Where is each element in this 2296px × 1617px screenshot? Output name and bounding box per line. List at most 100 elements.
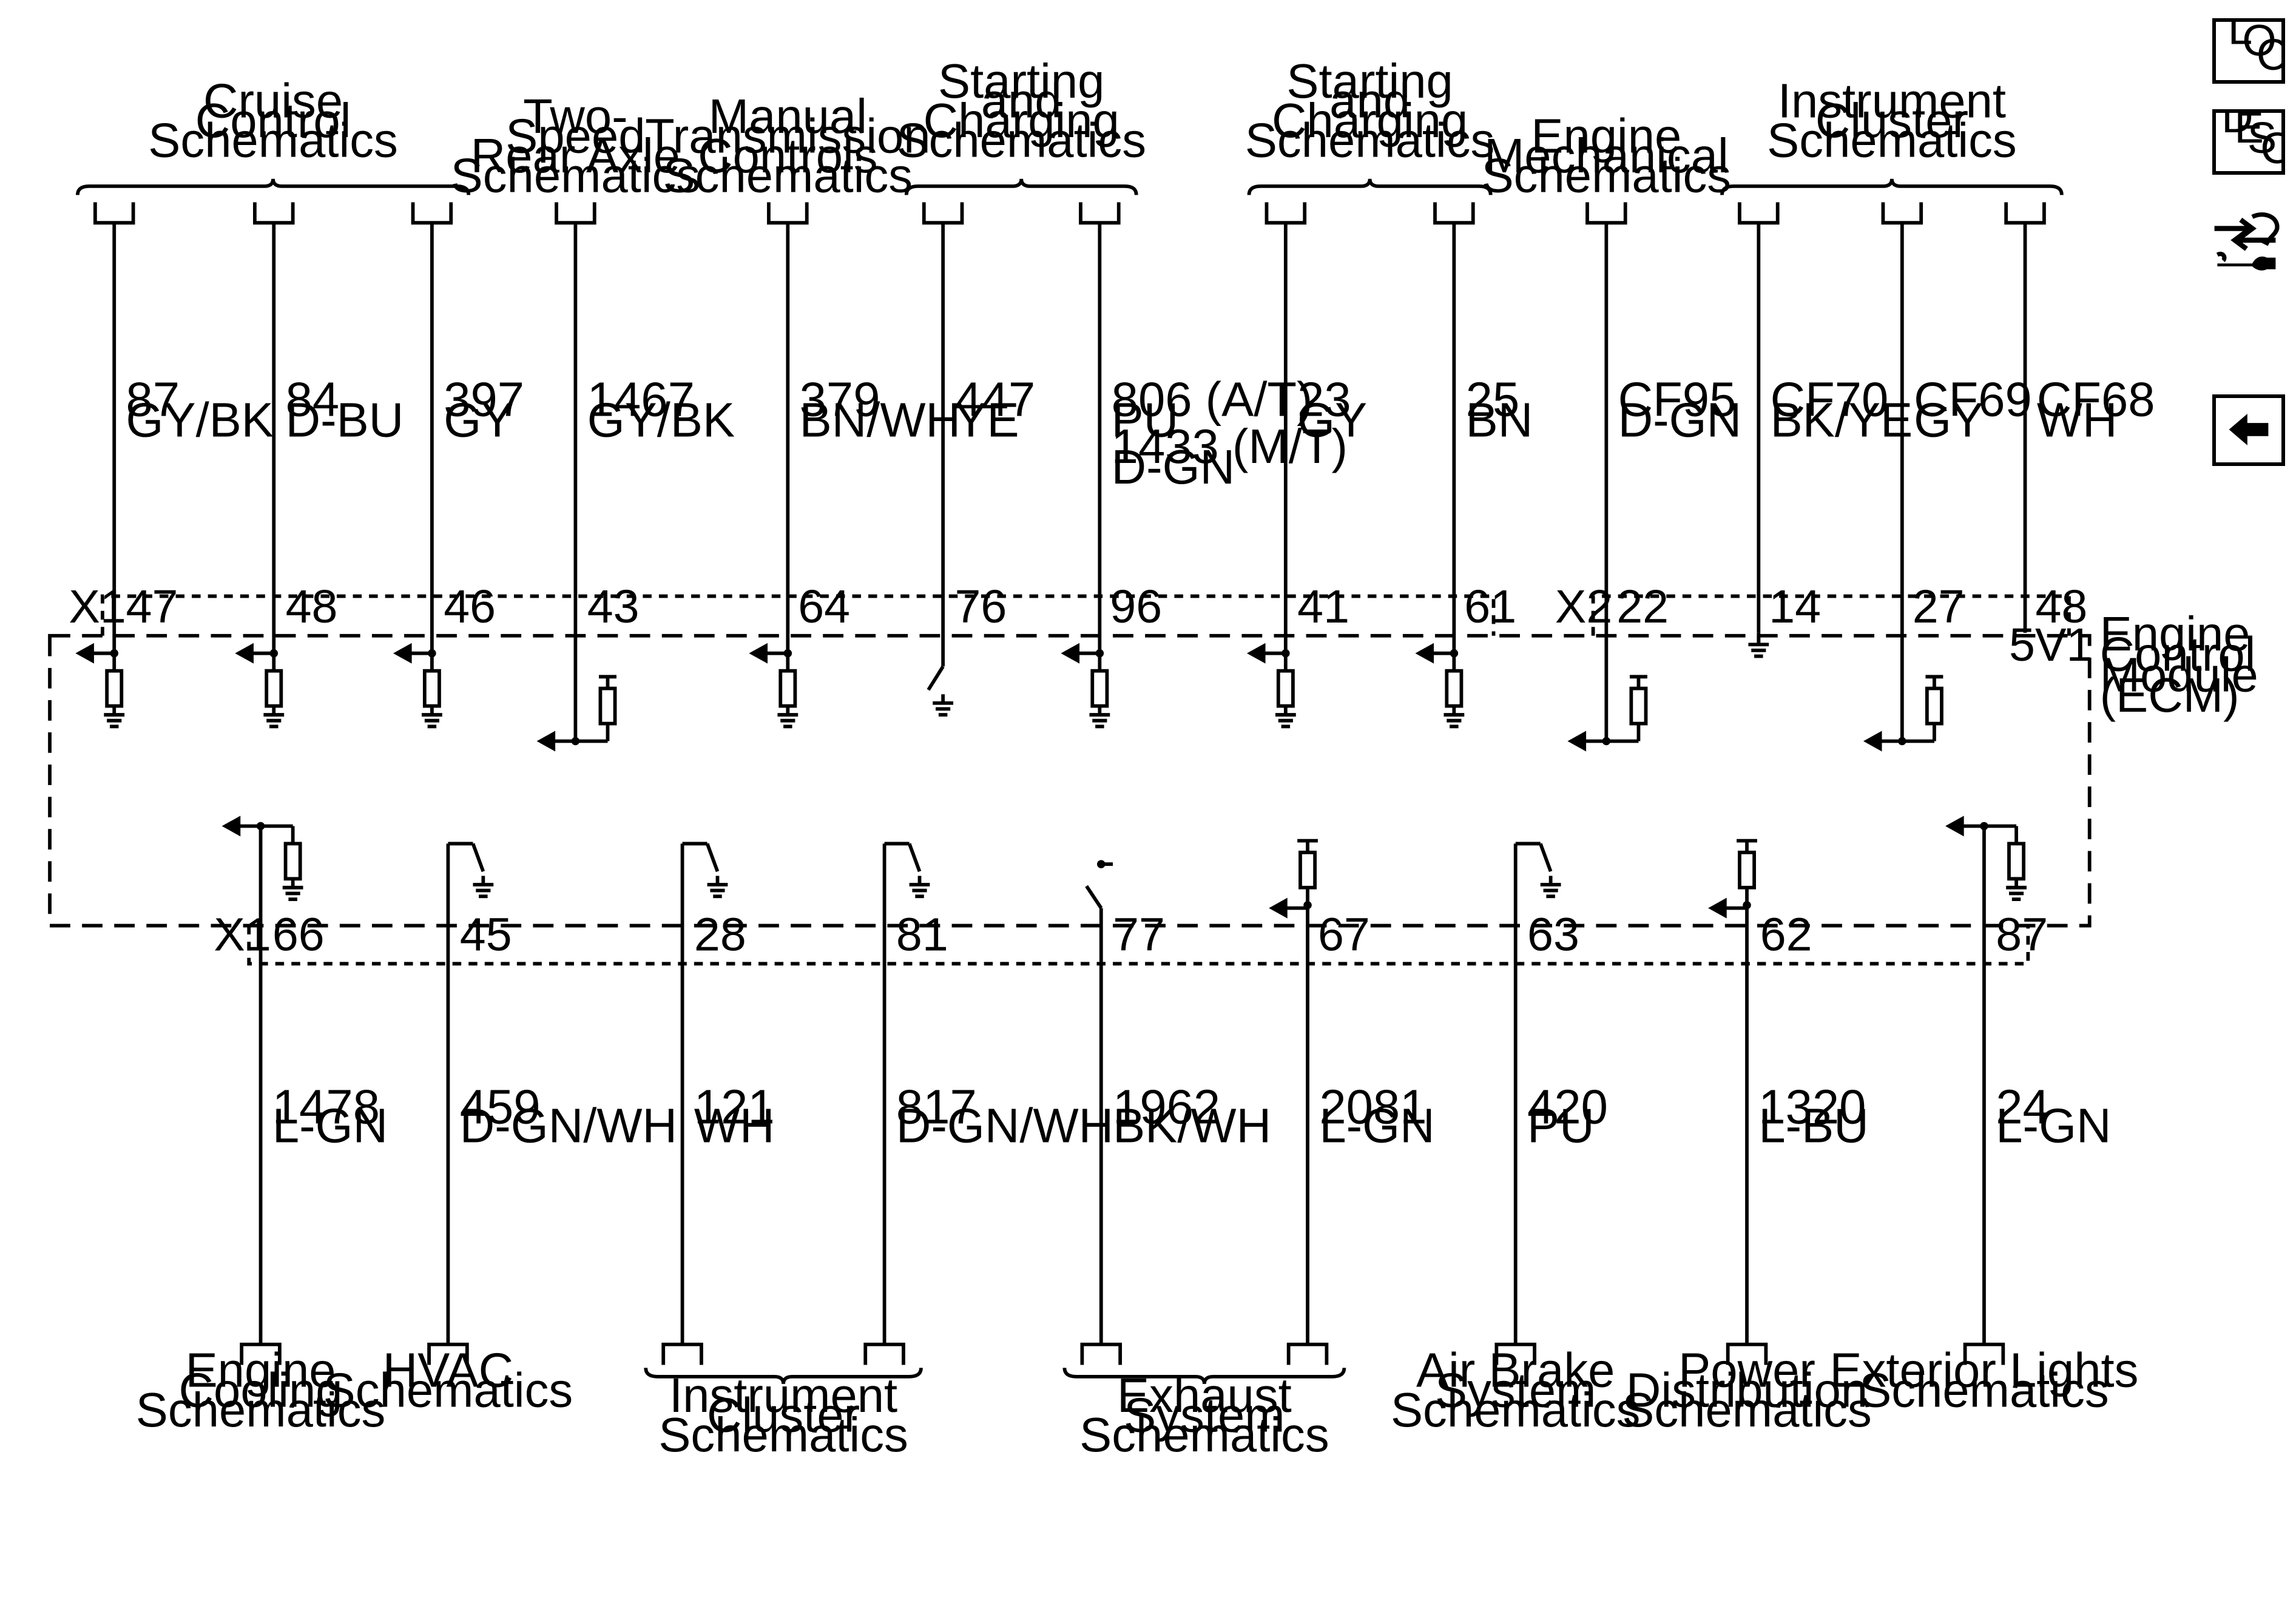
top-wire-circuit-9: CF95: [1618, 373, 1737, 427]
connector-x1-bottom-label: X1: [214, 909, 271, 961]
connector-wrench-button[interactable]: [2209, 205, 2281, 284]
bottom-junction-0: [256, 822, 265, 831]
bottom-wire-color-4: BK/WH: [1113, 1099, 1271, 1153]
desc-button[interactable]: D E S C: [2212, 93, 2292, 175]
top-switch-arm-5: [927, 665, 945, 691]
bottom-connector-6: [1494, 1342, 1536, 1365]
ecm-name-line-1: Control: [2100, 627, 2256, 681]
top-group-label-5-line-2: Schematics: [1482, 149, 1732, 203]
bottom-switch-arm-2: [705, 843, 720, 873]
bottom-group-label-0-line-1: Cooling: [179, 1363, 343, 1417]
bottom-pin-6: 63: [1527, 909, 1579, 961]
bottom-switch-ground-2: [707, 876, 728, 899]
bottom-junction-8: [1980, 822, 1988, 831]
top-connector-2: [411, 202, 453, 225]
bottom-pin-3: 81: [896, 909, 948, 961]
connector-x1-top-outline: [101, 594, 1496, 636]
top-pulldown-resistor-0: [105, 669, 124, 708]
bottom-wire-color-6: PU: [1527, 1099, 1595, 1153]
top-group-label-3-line-1: and: [981, 73, 1062, 127]
bottom-switch-ground-1: [473, 876, 494, 899]
bottom-wire-color-5: L-GN: [1319, 1099, 1434, 1153]
bottom-group-label-5-line-2: Schematics: [1622, 1383, 1872, 1437]
bottom-pin-7: 62: [1760, 909, 1812, 961]
top-wire-circuit-0: 87: [126, 373, 180, 427]
top-connector-1: [253, 202, 295, 225]
top-input-arrow-8: [1415, 643, 1434, 664]
top-pullup-resistor-11: [1925, 686, 1943, 726]
top-wire-circuit-11: CF69: [1914, 373, 2032, 427]
bottom-pin-5: 67: [1318, 909, 1370, 961]
top-pulldown-resistor-4: [778, 669, 797, 708]
bottom-connector-5: [1286, 1342, 1329, 1365]
bottom-switch-ground-6: [1540, 876, 1561, 899]
top-wire-color-9: D-GN: [1618, 393, 1741, 447]
top-connector-5: [922, 202, 964, 225]
loc-letter-2: O: [2242, 22, 2276, 65]
bottom-wire-color-2: WH: [694, 1099, 775, 1153]
bottom-pin-1: 45: [460, 909, 512, 961]
top-wire-color-7: GY: [1297, 393, 1367, 447]
top-pin-7: 41: [1297, 581, 1349, 633]
connector-x1-top-label: X1: [69, 581, 126, 633]
top-input-arrow-11: [1863, 731, 1882, 752]
top-pin-6: 96: [1110, 581, 1162, 633]
top-connector-7: [1264, 202, 1307, 225]
top-group-label-6-line-0: Instrument: [1778, 73, 2006, 127]
bottom-pulldown-resistor-0: [283, 842, 302, 881]
bottom-wire-circuit-0: 1478: [272, 1079, 380, 1133]
bottom-wire-color-8: L-GN: [1996, 1099, 2111, 1153]
ecm-name-line-2: Module: [2100, 647, 2258, 701]
top-wire-circuit-1: 84: [286, 373, 340, 427]
bottom-ground-8: [2006, 879, 2027, 902]
top-group-label-3-line-3: Schematics: [896, 113, 1146, 167]
bottom-connector-2: [661, 1342, 703, 1365]
loc-letter-3: C: [2257, 30, 2281, 79]
bottom-group-label-6-line-0: Exterior Lights: [1830, 1343, 2139, 1397]
bottom-group-label-1-line-0: HVAC: [383, 1343, 513, 1397]
top-group-label-6-line-2: Schematics: [1767, 113, 2017, 167]
top-wire-color2-6: D-GN: [1112, 440, 1235, 494]
bottom-connector-0: [240, 1342, 282, 1365]
top-wire-circuit-12: CF68: [2037, 373, 2155, 427]
bottom-pin-0: 66: [272, 909, 325, 961]
top-input-arrow-6: [1061, 643, 1080, 664]
bottom-pullup-resistor-7: [1738, 851, 1756, 890]
bottom-wire-circuit-1: 459: [460, 1079, 541, 1133]
top-pin-2: 46: [444, 581, 496, 633]
top-group-label-4-line-1: and: [1329, 73, 1410, 127]
back-button[interactable]: [2212, 394, 2285, 466]
bottom-pin-4: 77: [1113, 909, 1165, 961]
top-connector-3: [555, 202, 596, 225]
top-group-label-1-line-0: Two-: [523, 89, 628, 143]
bottom-connector-8: [1963, 1342, 2005, 1365]
bottom-switch-arm-6: [1539, 843, 1553, 873]
top-group-label-4-line-0: Starting: [1286, 54, 1453, 108]
connector-wrench-icon: [2214, 212, 2280, 271]
bottom-group-label-4-line-0: Air Brake: [1416, 1343, 1615, 1397]
top-wire-circuit-6: 806 (A/T): [1112, 373, 1313, 427]
bottom-group-label-0-line-0: Engine: [186, 1343, 336, 1397]
bottom-wire-circuit-3: 817: [896, 1079, 977, 1133]
loc-button[interactable]: L O C: [2212, 4, 2288, 84]
top-group-label-4-line-2: Charging: [1272, 93, 1468, 147]
top-wire-circuit-4: 379: [800, 373, 880, 427]
top-input-arrow-3: [536, 731, 556, 752]
top-input-arrow-0: [75, 643, 94, 664]
bottom-connector-1: [427, 1342, 469, 1365]
top-connector-12: [2004, 202, 2046, 225]
top-wire-circuit-2: 397: [444, 373, 524, 427]
top-connector-11: [1881, 202, 1923, 225]
top-group-label-1-line-3: Schematics: [451, 149, 701, 203]
bottom-wire-circuit-4: 1962: [1113, 1079, 1220, 1133]
top-group-label-1-line-1: Speed: [505, 109, 645, 163]
bottom-group-label-2-line-0: Instrument: [669, 1368, 897, 1422]
top-wire-color-5: YE: [954, 393, 1019, 447]
bottom-group-label-3-line-0: Exhaust: [1117, 1368, 1292, 1422]
top-pulldown-resistor-1: [265, 669, 283, 708]
bottom-group-brace-2: [644, 1368, 923, 1385]
bottom-group-label-3-line-1: System: [1124, 1388, 1285, 1442]
desc-letter-3: S: [2247, 113, 2277, 163]
bottom-group-label-6-line-1: Schematics: [1859, 1363, 2109, 1417]
